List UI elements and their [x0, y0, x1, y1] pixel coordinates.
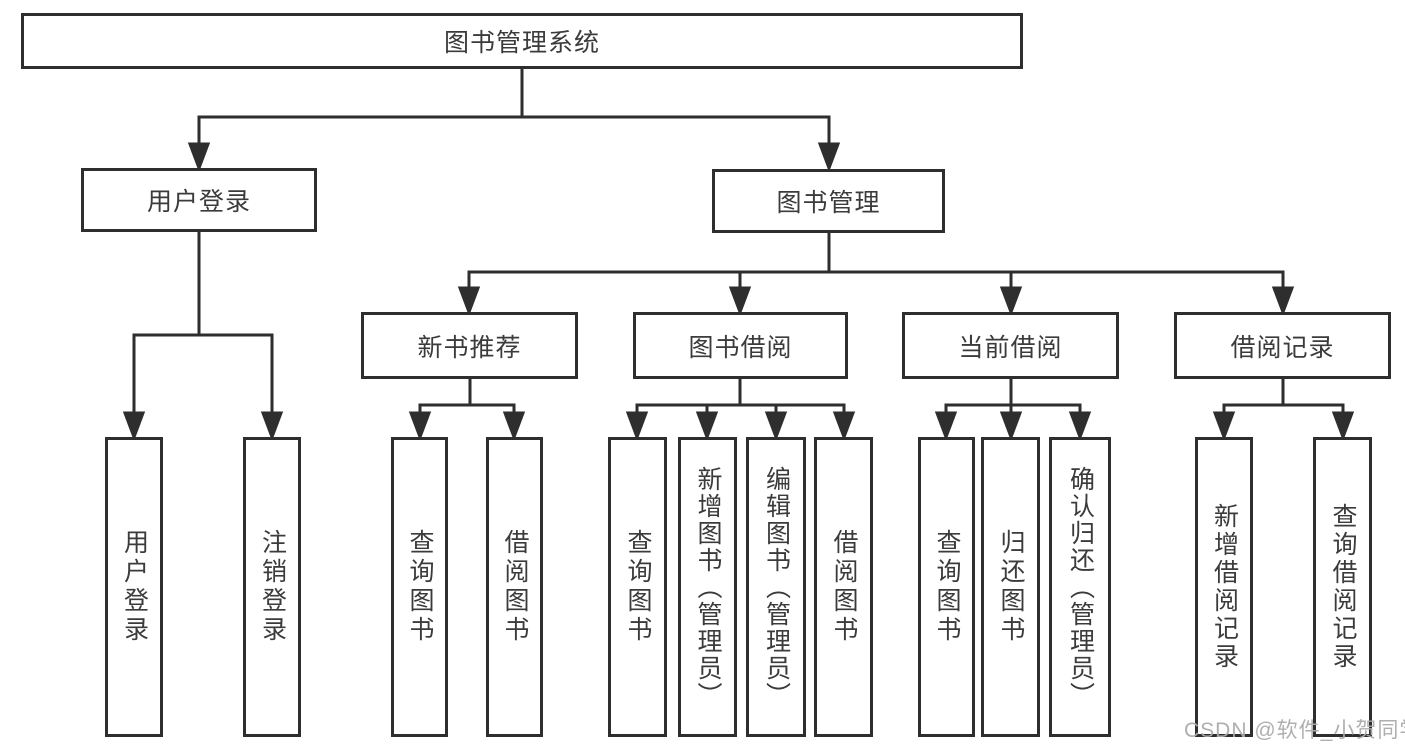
- node-new-book-recommend: 新书推荐: [361, 312, 578, 379]
- leaf-borrowing-borrow-books: 借阅图书: [814, 437, 873, 737]
- node-borrowing-records-label: 借阅记录: [1230, 333, 1335, 362]
- node-book-borrowing-label: 图书借阅: [688, 333, 793, 362]
- csdn-watermark: CSDN @软件_小贺同学: [1184, 719, 1405, 742]
- node-book-borrowing: 图书借阅: [633, 312, 848, 379]
- node-user-login-label: 用户登录: [146, 188, 251, 216]
- leaf-edit-books-admin: 编辑图书（管理员）: [746, 437, 806, 737]
- leaf-user-login: 用户登录: [105, 437, 163, 737]
- node-borrowing-records: 借阅记录: [1174, 312, 1391, 379]
- node-book-management: 图书管理: [712, 169, 945, 233]
- node-user-login: 用户登录: [81, 168, 317, 232]
- leaf-add-books-admin: 新增图书（管理员）: [678, 437, 737, 737]
- node-root: 图书管理系统: [21, 13, 1023, 69]
- node-book-management-label: 图书管理: [776, 189, 881, 217]
- leaf-borrowing-query-books: 查询图书: [608, 437, 667, 737]
- node-current-borrowing-label: 当前借阅: [958, 333, 1063, 362]
- leaf-recommend-query-books: 查询图书: [391, 437, 448, 737]
- leaf-recommend-borrow-books: 借阅图书: [486, 437, 543, 737]
- leaf-logout-login: 注销登录: [243, 437, 301, 737]
- node-root-label: 图书管理系统: [443, 29, 600, 57]
- node-current-borrowing: 当前借阅: [902, 312, 1119, 379]
- leaf-confirm-return-admin: 确认归还（管理员）: [1049, 437, 1111, 737]
- leaf-add-borrow-record: 新增借阅记录: [1195, 437, 1253, 737]
- leaf-return-books: 归还图书: [981, 437, 1040, 737]
- leaf-query-borrow-record: 查询借阅记录: [1313, 437, 1372, 737]
- leaf-current-query-books: 查询图书: [918, 437, 975, 737]
- node-new-book-recommend-label: 新书推荐: [417, 333, 522, 362]
